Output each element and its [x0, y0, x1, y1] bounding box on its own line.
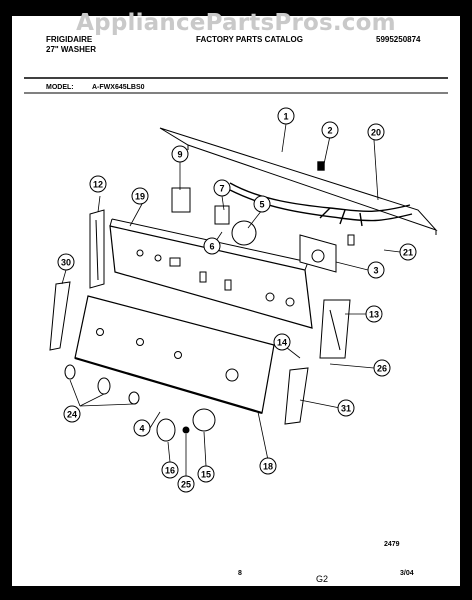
callout-12: 12 [89, 175, 107, 193]
callout-26-label: 26 [377, 364, 387, 374]
catalog-title: FACTORY PARTS CATALOG [196, 35, 303, 44]
callout-20-label: 20 [371, 128, 381, 138]
callout-31-label: 31 [341, 404, 351, 414]
callout-30-label: 30 [61, 258, 71, 268]
end-trim-30 [49, 281, 71, 351]
callout-13: 13 [365, 305, 383, 323]
callout-26: 26 [373, 359, 391, 377]
callout-15: 15 [197, 465, 215, 483]
callout-9-label: 9 [177, 150, 182, 160]
callout-21-label: 21 [403, 248, 413, 258]
callout-2-label: 2 [327, 126, 332, 136]
watermark-text: AppliancePartsPros.com [76, 10, 396, 36]
callout-14: 14 [273, 333, 291, 351]
callout-3-label: 3 [373, 266, 378, 276]
end-cap-left [89, 209, 105, 289]
drawing-number: 2479 [384, 541, 400, 548]
selector-switches [171, 187, 257, 246]
callout-12-label: 12 [93, 180, 103, 190]
callout-19: 19 [131, 187, 149, 205]
callout-25: 25 [177, 475, 195, 493]
brand-label: FRIGIDAIRE [46, 35, 93, 44]
callout-1-label: 1 [283, 112, 288, 122]
callout-20: 20 [367, 123, 385, 141]
callout-6-label: 6 [209, 242, 214, 252]
callout-5: 5 [253, 195, 271, 213]
callout-18-label: 18 [263, 462, 273, 472]
model-label: MODEL: [46, 84, 74, 91]
callout-16: 16 [161, 461, 179, 479]
callout-21: 21 [399, 243, 417, 261]
product-label: 27" WASHER [46, 45, 97, 54]
end-trim-31 [284, 367, 309, 425]
callout-30: 30 [57, 253, 75, 271]
callout-2: 2 [321, 121, 339, 139]
callout-16-label: 16 [165, 466, 175, 476]
callout-14-label: 14 [277, 338, 287, 348]
callout-24: 24 [63, 405, 81, 423]
top-cover-panel [159, 127, 438, 235]
timer-assembly [299, 234, 355, 273]
callout-3: 3 [367, 261, 385, 279]
callout-15-label: 15 [201, 470, 211, 480]
callout-4: 4 [133, 419, 151, 437]
callout-19-label: 19 [135, 192, 145, 202]
callout-24-label: 24 [67, 410, 77, 420]
end-cap-right [319, 299, 351, 359]
callout-5-label: 5 [259, 200, 264, 210]
model-number: A-FWX645LBS0 [92, 84, 145, 91]
leader-lines [61, 123, 401, 476]
callout-4-label: 4 [139, 424, 144, 434]
callout-7-label: 7 [219, 184, 224, 194]
callout-1: 1 [277, 107, 295, 125]
callout-9: 9 [171, 145, 189, 163]
callout-18: 18 [259, 457, 277, 475]
control-panel-front [74, 295, 275, 415]
callout-13-label: 13 [369, 310, 379, 320]
callout-7: 7 [213, 179, 231, 197]
page-number: 8 [238, 570, 242, 577]
callout-25-label: 25 [181, 480, 191, 490]
date-code: 3/04 [400, 570, 414, 577]
catalog-number: 5995250874 [376, 35, 421, 44]
callout-6: 6 [203, 237, 221, 255]
callout-31: 31 [337, 399, 355, 417]
section-code: G2 [316, 574, 329, 584]
